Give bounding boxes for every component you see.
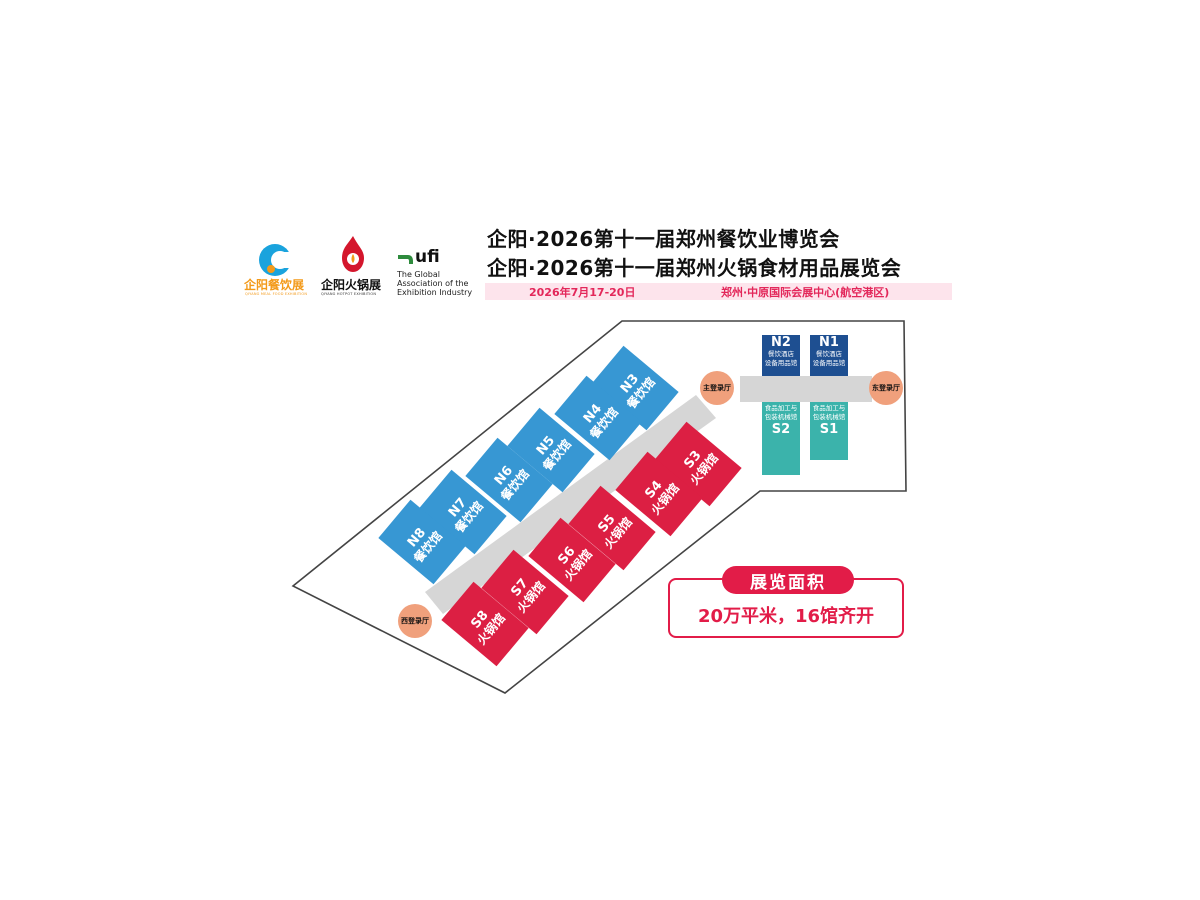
- info-bar: 2026年7月17-20日 郑州·中原国际会展中心(航空港区): [485, 283, 952, 300]
- title-line-2: 企阳·2026第十一届郑州火锅食材用品展览会: [487, 256, 902, 280]
- west-lobby[interactable]: 西登录厅: [398, 604, 432, 638]
- expo-venue: 郑州·中原国际会展中心(航空港区): [721, 286, 890, 299]
- hotpot-expo-logo: 企阳火锅展 QIYANG HOTPOT EXHIBITION: [318, 234, 388, 300]
- hall-n2-line-1: 餐饮酒店: [768, 350, 794, 358]
- main-lobby-label: 主登录厅: [703, 384, 731, 392]
- main-corridor: [425, 395, 716, 614]
- ufi-logo-line-3: Exhibition Industry: [397, 288, 473, 297]
- hall-s1-line-1: 食品加工与: [812, 404, 846, 412]
- hotpot-expo-logo-icon: [342, 236, 364, 272]
- hall-n1-code: N1: [819, 335, 839, 350]
- east-corridor: [740, 376, 872, 402]
- hall-n2-line-2: 设备用品馆: [764, 359, 798, 367]
- east-lobby[interactable]: 东登录厅: [869, 371, 903, 405]
- ufi-logo-line-2: Association of the: [397, 279, 469, 288]
- hall-s2-line-1: 食品加工与: [764, 404, 798, 412]
- hall-s1-line-2: 包装机械馆: [812, 413, 846, 421]
- hall-s2-code: S2: [771, 422, 791, 437]
- hall-n2[interactable]: N2 餐饮酒店 设备用品馆: [762, 335, 800, 376]
- hall-s1-code: S1: [819, 422, 839, 437]
- hotpot-expo-logo-subtitle: QIYANG HOTPOT EXHIBITION: [321, 292, 377, 296]
- west-lobby-label: 西登录厅: [401, 617, 429, 625]
- ufi-logo: ufi The Global Association of the Exhibi…: [397, 247, 472, 298]
- food-expo-logo-subtitle: QIYANG MEAL FOOD EXHIBITION: [245, 292, 308, 296]
- hall-n1-line-2: 设备用品馆: [812, 359, 846, 367]
- hall-s2-line-2: 包装机械馆: [764, 413, 798, 421]
- ufi-logo-icon: [398, 255, 413, 264]
- hall-s2[interactable]: 食品加工与 包装机械馆 S2: [762, 402, 800, 475]
- area-title: 展览面积: [722, 566, 854, 594]
- hall-n1-line-1: 餐饮酒店: [816, 350, 842, 358]
- food-expo-logo: 企阳餐饮展 QIYANG MEAL FOOD EXHIBITION: [243, 240, 307, 300]
- ufi-logo-name: ufi: [415, 247, 440, 267]
- hotpot-expo-logo-name: 企阳火锅展: [321, 278, 382, 292]
- food-expo-logo-icon: [259, 244, 293, 276]
- hall-n1[interactable]: N1 餐饮酒店 设备用品馆: [810, 335, 848, 376]
- expo-date: 2026年7月17-20日: [529, 286, 636, 299]
- main-lobby[interactable]: 主登录厅: [700, 371, 734, 405]
- ufi-logo-line-1: The Global: [397, 270, 440, 279]
- food-expo-logo-name: 企阳餐饮展: [244, 278, 305, 292]
- hall-n2-code: N2: [771, 335, 791, 350]
- title-line-1: 企阳·2026第十一届郑州餐饮业博览会: [487, 227, 840, 251]
- hall-s1[interactable]: 食品加工与 包装机械馆 S1: [810, 402, 848, 460]
- area-text: 20万平米，16馆齐开: [697, 606, 875, 627]
- east-lobby-label: 东登录厅: [872, 384, 900, 392]
